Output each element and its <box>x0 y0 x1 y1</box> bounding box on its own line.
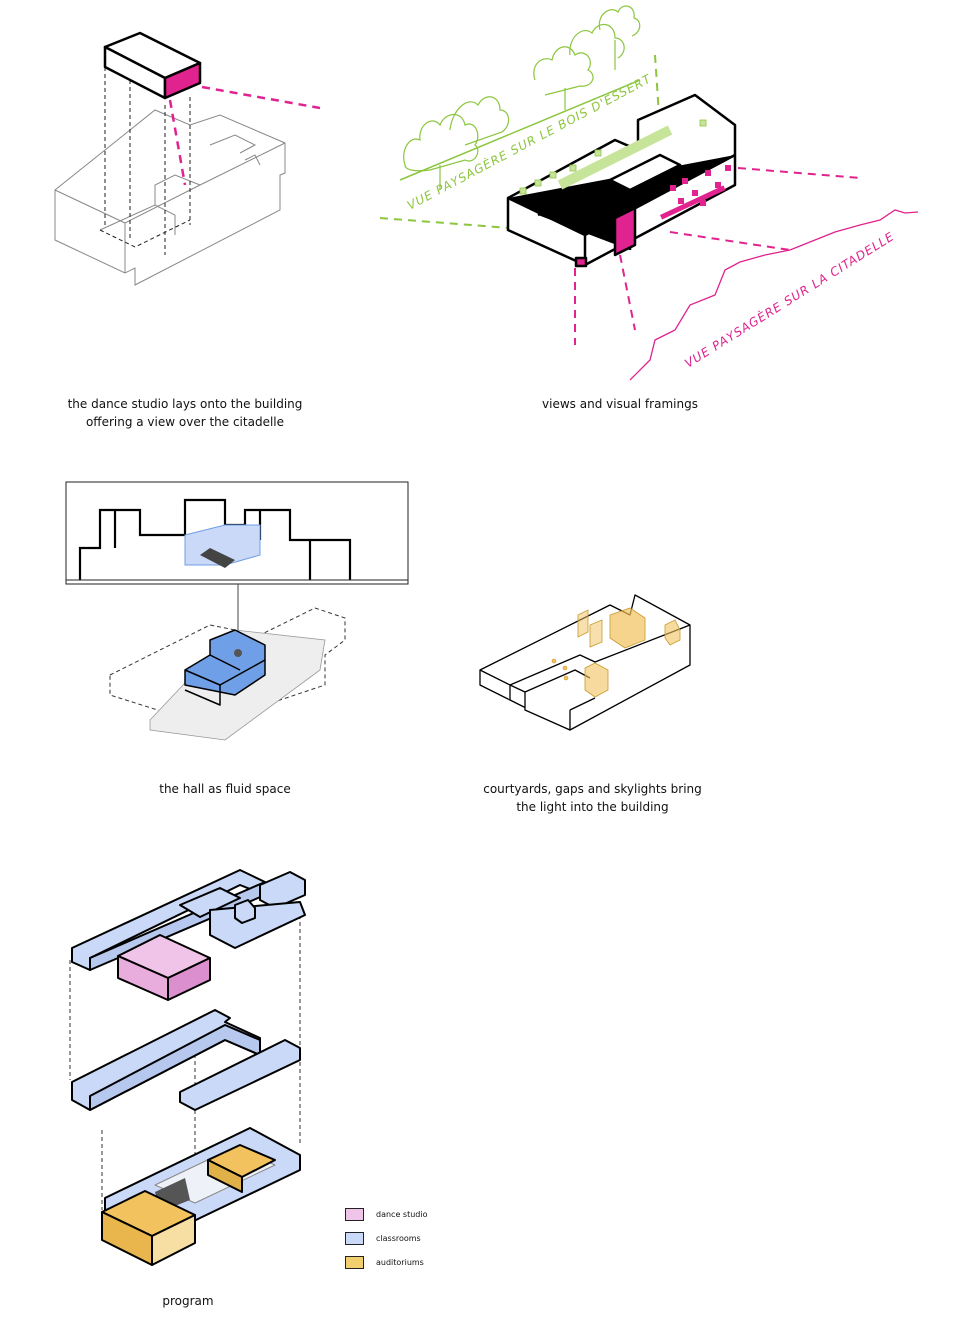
windows-pink <box>660 165 731 220</box>
caption-line: offering a view over the citadelle <box>85 415 285 429</box>
legend-swatch-auditoriums <box>345 1255 364 1269</box>
caption-line: the dance studio lays onto the building <box>67 397 303 411</box>
caption-line: views and visual framings <box>542 397 698 411</box>
legend-label: auditoriums <box>376 1257 424 1267</box>
legend-label: dance studio <box>376 1209 428 1219</box>
legend-swatch-classrooms <box>345 1231 364 1245</box>
legend: dance studio classrooms auditoriums <box>345 1202 427 1274</box>
legend-item: auditoriums <box>345 1250 427 1274</box>
legend-swatch-dance-studio <box>345 1207 364 1221</box>
caption-hall: the hall as fluid space <box>80 780 370 798</box>
caption-courtyards: courtyards, gaps and skylights bring the… <box>470 780 715 816</box>
caption-line: program <box>162 1294 214 1308</box>
caption-views: views and visual framings <box>470 395 770 413</box>
hall-diagram <box>65 481 409 741</box>
caption-line: the light into the building <box>516 800 669 814</box>
courtyards-diagram <box>479 594 691 731</box>
legend-label: classrooms <box>376 1233 421 1243</box>
windows-green <box>519 119 707 195</box>
caption-line: the hall as fluid space <box>159 782 291 796</box>
program-auditoriums <box>101 1144 276 1266</box>
program-middle-classrooms <box>71 1009 301 1111</box>
program-diagram <box>69 869 306 1266</box>
skylight-voids <box>577 607 681 698</box>
hall-volume <box>184 629 266 706</box>
views-diagram: VUE PAYSAGÈRE SUR LE BOIS D'ESSERT VUE P… <box>379 5 919 381</box>
building-massing <box>506 93 737 268</box>
caption-line: courtyards, gaps and skylights bring <box>483 782 702 796</box>
dance-studio-block <box>103 31 202 100</box>
dance-studio-diagram <box>54 31 321 286</box>
legend-item: classrooms <box>345 1226 427 1250</box>
caption-dance-studio: the dance studio lays onto the building … <box>40 395 330 431</box>
caption-program: program <box>138 1292 238 1310</box>
trees-illustration <box>403 5 641 190</box>
legend-item: dance studio <box>345 1202 427 1226</box>
program-dance-studio <box>117 934 211 1001</box>
